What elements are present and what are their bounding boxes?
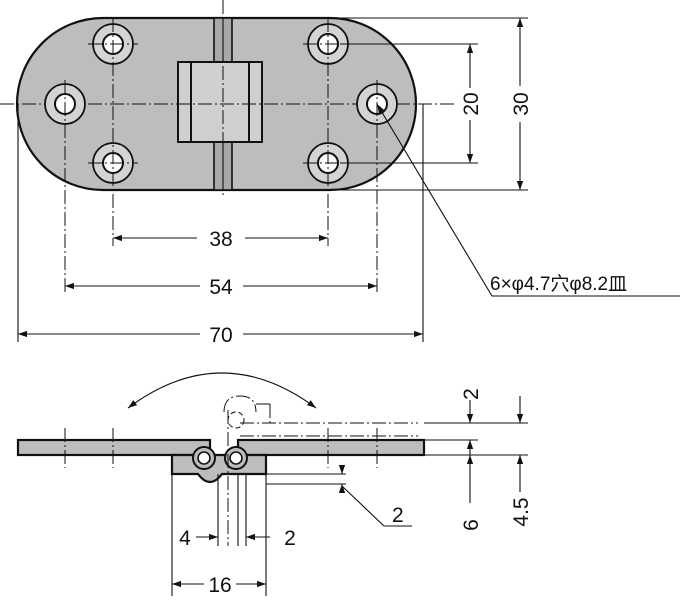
side-view: 2 4.5 6 2 4 2 16 [16,372,533,597]
dim-label-bottom-2: 2 [284,527,296,550]
side-plate-right [236,438,426,457]
dim-label-4: 4 [179,527,191,550]
dim-label-6: 6 [460,519,483,531]
hole-note: 6×φ4.7穴φ8.2皿 [490,273,627,295]
dim-label-4-5: 4.5 [510,497,533,526]
dim-label-16: 16 [208,574,231,597]
dim-label-top-2: 2 [460,388,483,400]
dim-label-38: 38 [209,228,232,251]
dim-label-20: 20 [460,92,483,115]
dim-label-leader-2: 2 [392,504,404,527]
knuckle-body [170,453,268,484]
dim-label-30: 30 [510,92,533,115]
rotation-arc [127,372,317,409]
plan-view: 38 54 70 20 30 6×φ4.7穴φ8.2皿 [0,0,680,347]
dim-label-70: 70 [209,324,232,347]
dim-label-54: 54 [209,276,233,299]
side-plate-left [16,438,212,457]
